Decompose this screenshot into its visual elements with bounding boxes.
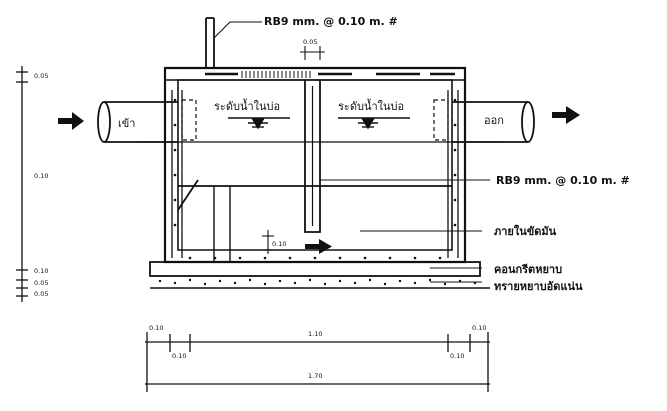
inside-trap-label: ภายในขัดมัน [494,224,557,238]
water-level-symbol-left [228,117,290,130]
lean-concrete-gravel [158,278,477,286]
water-level-symbol-right [338,117,410,130]
dim-overall: 1.70 [308,372,322,380]
flow-arrow-in-icon [58,112,84,130]
dim-vertical-4: 0.05 [34,290,48,298]
dim-bottom-top-left: 0.10 [149,324,163,332]
lean-concrete-label: คอนกรีตหยาบ [494,263,562,276]
dim-bottom-mid-right: 0.10 [450,352,464,360]
left-wall-rebar [171,90,199,258]
rebar-top-label: RB9 mm. @ 0.10 m. # [264,15,398,28]
bottom-dimension-lines [145,332,490,392]
outlet-label: ออก [484,114,504,127]
dim-vertical-2: 0.10 [34,267,48,275]
dim-vertical-1: 0.10 [34,172,48,180]
outlet-pipe [452,101,535,143]
compacted-sand-label: ทรายหยาบอัดแน่น [494,280,583,293]
vent-pipe [205,17,215,68]
leader-lines [213,21,490,283]
dim-outlet-gap: 0.10 [272,240,286,248]
dim-baffle-thickness: 0.05 [303,38,317,46]
right-wall-rebar [447,90,459,258]
inlet-elbow-dashed [181,99,197,141]
inlet-label: เข้า [118,117,135,130]
flow-arrow-out-icon [552,106,580,124]
dim-bottom-mid-left: 0.10 [172,352,186,360]
flow-arrow-bottom-icon [305,239,332,254]
dim-vertical-0: 0.05 [34,72,48,80]
water-level-right-label: ระดับน้ำในบ่อ [338,98,404,113]
dim-bottom-top-right: 0.10 [472,324,486,332]
cover-slab-rebar [241,71,311,78]
dim-vertical-3: 0.05 [34,279,48,287]
center-baffle [304,80,321,233]
inlet-pipe [97,101,178,143]
rebar-side-label: RB9 mm. @ 0.10 m. # [496,174,630,187]
dim-bottom-center: 1.10 [308,330,322,338]
outlet-elbow-dashed [433,99,449,141]
water-level-left-label: ระดับน้ำในบ่อ [214,98,280,113]
base-slab [149,261,481,277]
vertical-dimension-line [16,66,28,302]
rebar-dots [173,98,457,260]
inlet-tee-pipe [213,186,231,262]
